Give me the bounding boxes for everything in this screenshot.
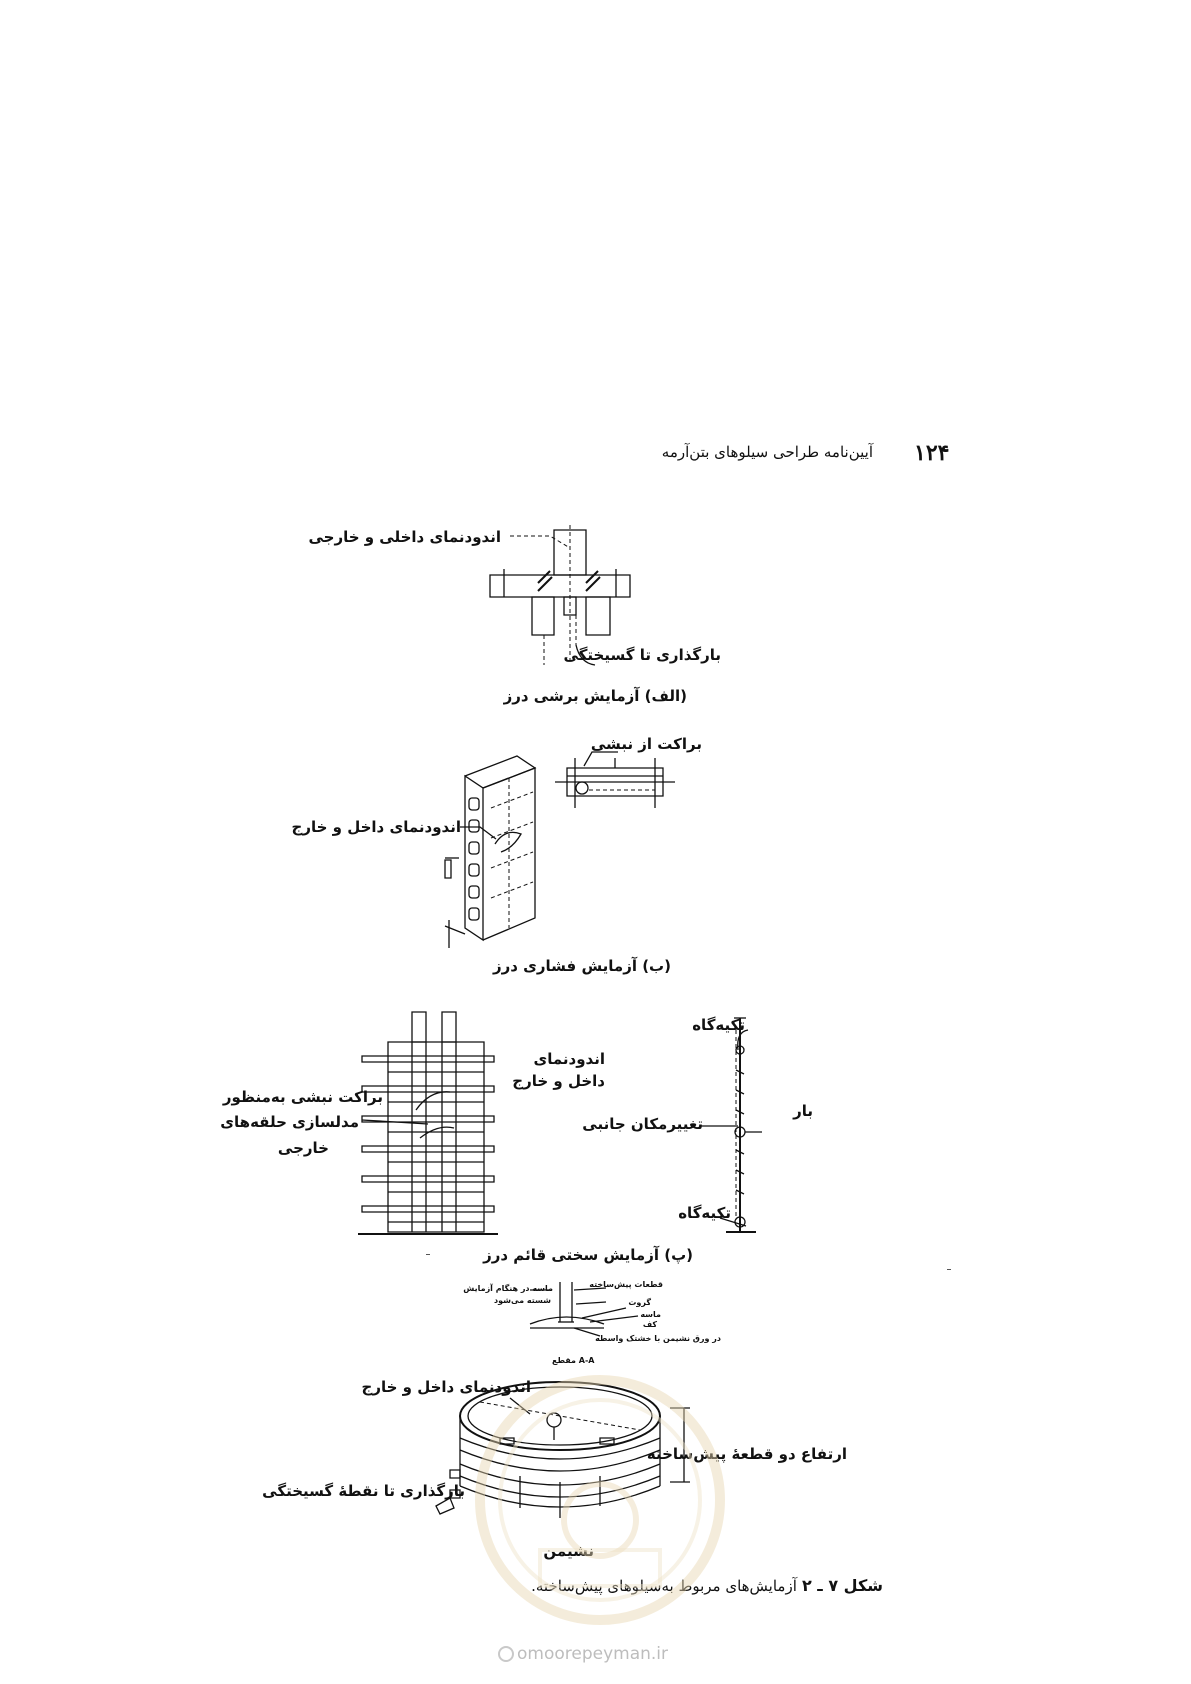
figure-d-detail-sand-1: ماسه در هنگام آزمایش (463, 1284, 553, 1293)
figure-caption-number: شکل ۷ ـ ۲ (801, 1576, 883, 1595)
camera-icon (498, 1646, 514, 1662)
figure-c-label-load: بار (793, 1102, 813, 1120)
figure-c-leader-bracket (362, 1112, 432, 1132)
figure-c-label-bracket-3: خارجی (277, 1139, 329, 1157)
watermark-text: omoorepeyman.ir (517, 1644, 669, 1664)
figure-b-leader-bracket (580, 750, 620, 770)
figure-d-cylinder-drawing (450, 1378, 670, 1533)
watermark: omoorepeyman.ir (498, 1644, 668, 1664)
figure-d-detail-grout: گروت (628, 1298, 651, 1307)
figure-a-caption: (الف) آزمایش برشی درز (503, 687, 687, 705)
figure-d-detail-seat: در ورق نشیمن با خشتک واسطه (595, 1334, 721, 1343)
figure-d-dimension-lines (660, 1400, 710, 1500)
figure-a-drawing (480, 525, 640, 670)
figure-b-leader-plaster (460, 825, 500, 845)
stray-mark-2 (947, 1269, 951, 1270)
figure-d-label-height: ارتفاع دو قطعهٔ پیش‌ساخته (646, 1445, 847, 1463)
figure-d-section-label: مقطع A-A (552, 1356, 595, 1365)
figure-d-label-loading: بارگذاری تا نقطهٔ گسیختگی (262, 1482, 465, 1500)
figure-c-leader-displacement (700, 1118, 740, 1134)
figure-c-label-displacement: تغییرمکان جانبی (582, 1115, 703, 1133)
running-title: آیین‌نامه طراحی سیلوهای بتن‌آرمه (661, 443, 873, 461)
figure-a-leader-plaster (510, 530, 580, 550)
figure-a-label-plaster: اندودنمای داخلی و خارجی (308, 528, 501, 546)
figure-caption: شکل ۷ ـ ۲ آزمایش‌های مربوط به‌سیلوهای پی… (531, 1576, 883, 1595)
figure-c-column-drawing (358, 1012, 498, 1244)
figure-b-label-plaster: اندودنمای داخل و خارج (291, 818, 461, 836)
stray-mark (426, 1254, 430, 1255)
figure-d-detail-drawing (530, 1282, 660, 1342)
figure-c-leader-support-bottom (720, 1212, 750, 1228)
watermark-seal (470, 1370, 730, 1630)
figure-d-detail-floor: کف (642, 1320, 657, 1329)
figure-c-leader-support-top (730, 1028, 750, 1052)
figure-d-detail-precast: قطعات پیش‌ساخته (589, 1280, 663, 1289)
figure-c-label-plaster-1: اندودنمای (533, 1050, 605, 1068)
figure-c-label-plaster-2: داخل و خارج (512, 1072, 605, 1090)
figure-c-label-bracket-2: مدلسازی حلقه‌های (220, 1113, 359, 1131)
figure-d-detail-sand: ماسه (640, 1310, 661, 1319)
figure-caption-text: آزمایش‌های مربوط به‌سیلوهای پیش‌ساخته. (531, 1577, 797, 1595)
page-number: ۱۲۴ (914, 440, 950, 466)
figure-d-label-plaster: اندودنمای داخل و خارج (361, 1378, 531, 1396)
figure-a-label-loading: بارگذاری تا گسیختگی (563, 646, 721, 664)
figure-d-detail-sand-2: شسته می‌شود (494, 1296, 551, 1305)
figure-c-label-support-bottom: تکیه‌گاه (678, 1204, 731, 1222)
figure-d-label-seat: نشیمن (543, 1542, 594, 1560)
figure-c-caption: (پ) آزمایش سختی قائم درز (483, 1246, 693, 1264)
figure-b-caption: (ب) آزمایش فشاری درز (492, 957, 671, 975)
figure-c-label-bracket-1: براکت نبشی به‌منظور (222, 1088, 383, 1106)
figure-d-leader-plaster (510, 1396, 540, 1416)
figure-b-label-bracket: براکت از نبشی (590, 735, 702, 753)
figure-b-bracket-drawing (555, 758, 675, 808)
figure-c-rings (362, 1056, 494, 1212)
figure-b-panel-drawing (445, 748, 575, 948)
figure-c-label-support-top: تکیه‌گاه (692, 1016, 745, 1034)
